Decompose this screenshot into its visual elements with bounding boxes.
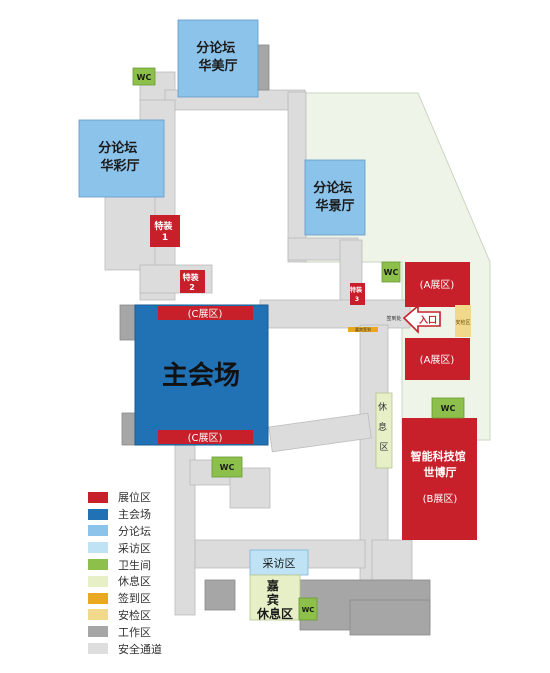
entrance-label: 入口 [418, 315, 437, 326]
special-3-line2: 3 [355, 296, 359, 303]
special-1-line1: 特装 [154, 220, 173, 232]
wc-label-2: WC [384, 268, 399, 277]
forum-huacai-line2: 华彩厅 [100, 158, 139, 174]
legend-swatch [88, 542, 108, 554]
legend-swatch [88, 525, 108, 537]
guest-lounge-line3: 休息区 [256, 606, 293, 621]
special-2-line1: 特装 [183, 272, 199, 282]
legend-label: 采访区 [118, 541, 151, 555]
a-zone-top-label: (A展区) [420, 279, 455, 291]
main-venue [134, 304, 269, 446]
legend-swatch [88, 626, 108, 638]
legend-item: 主会场 [88, 506, 258, 523]
security-label: 安检区 [455, 319, 470, 326]
main-venue-label: 主会场 [162, 361, 240, 391]
legend-swatch [88, 559, 108, 571]
c-zone-top [158, 306, 253, 320]
forum-huamei-line2: 华美厅 [198, 58, 237, 74]
signin-small-label: 嘉宾签到 [355, 326, 371, 332]
expo-hall-line2: 世博厅 [424, 465, 457, 479]
signin-zone [348, 327, 378, 332]
legend-item: 安检区 [88, 607, 258, 624]
rest-area-line1: 休 [378, 401, 387, 413]
c-zone-bottom-label: (C展区) [188, 432, 223, 444]
forum-huajing-label: 分论坛 华景厅 [313, 180, 357, 214]
forum-huacai-line1: 分论坛 [98, 140, 137, 156]
guest-lounge-line1: 嘉 [266, 578, 279, 593]
legend-label: 主会场 [118, 508, 151, 522]
wc-blocks [132, 67, 465, 621]
legend-label: 卫生间 [118, 558, 151, 572]
legend-item: 安全通道 [88, 640, 258, 657]
legend-item: 卫生间 [88, 556, 258, 573]
guest-lounge [249, 574, 301, 621]
forum-huamei-label: 分论坛 华美厅 [196, 40, 240, 74]
interview-label: 采访区 [263, 557, 296, 570]
legend-label: 安全通道 [118, 642, 162, 656]
legend-label: 签到区 [118, 592, 151, 606]
rest-area-line2: 息 [378, 421, 387, 433]
special-1-label: 特装 1 [154, 220, 175, 243]
legend-item: 分论坛 [88, 523, 258, 540]
wc-label-1: WC [137, 73, 152, 82]
forum-huajing-line1: 分论坛 [313, 180, 352, 196]
interview-area [249, 549, 309, 576]
c-zone-top-label: (C展区) [188, 308, 223, 320]
security-zone [455, 305, 471, 337]
legend-item: 展位区 [88, 489, 258, 506]
special-1-line2: 1 [162, 233, 168, 243]
entrance-arrow [402, 304, 441, 334]
legend-swatch [88, 508, 108, 520]
forum-halls [78, 19, 366, 236]
special-3-label: 特装 3 [350, 286, 364, 303]
legend-label: 分论坛 [118, 524, 151, 538]
checkin-label: 签到处 [386, 315, 401, 322]
special-2-line2: 2 [189, 283, 195, 292]
rest-area [375, 392, 393, 469]
expo-hall-label: 智能科技馆 世博厅 [411, 449, 470, 479]
expo-hall-line1: 智能科技馆 [411, 449, 466, 463]
forum-huacai-label: 分论坛 华彩厅 [98, 140, 142, 174]
forum-huamei-line1: 分论坛 [196, 40, 235, 56]
c-zone-bottom [158, 430, 253, 444]
legend-swatch [88, 643, 108, 655]
legend-label: 安检区 [118, 608, 151, 622]
b-zone-label: (B展区) [423, 493, 458, 505]
legend: 展位区主会场分论坛采访区卫生间休息区签到区安检区工作区安全通道 [88, 489, 258, 657]
legend-label: 休息区 [118, 575, 151, 589]
booth-zones [150, 215, 477, 540]
legend-swatch [88, 491, 108, 503]
guest-lounge-line2: 宾 [267, 592, 279, 607]
legend-label: 展位区 [118, 491, 151, 505]
rest-area-line3: 区 [379, 442, 388, 453]
special-2-label: 特装 2 [183, 272, 202, 292]
legend-item: 采访区 [88, 539, 258, 556]
forum-huajing-line2: 华景厅 [315, 198, 354, 214]
a-zone-bottom-label: (A展区) [420, 354, 455, 366]
legend-swatch [88, 592, 108, 604]
legend-item: 休息区 [88, 573, 258, 590]
wc-label-5: WC [302, 606, 315, 614]
rest-area-label: 休 息 区 [378, 401, 390, 453]
wc-label-4: WC [220, 463, 235, 472]
legend-item: 签到区 [88, 590, 258, 607]
special-3-line1: 特装 [350, 286, 362, 294]
guest-lounge-label: 嘉 宾 休息区 [256, 578, 293, 621]
legend-label: 工作区 [118, 625, 151, 639]
legend-swatch [88, 609, 108, 621]
legend-item: 工作区 [88, 623, 258, 640]
legend-swatch [88, 575, 108, 587]
wc-label-3: WC [441, 404, 456, 413]
